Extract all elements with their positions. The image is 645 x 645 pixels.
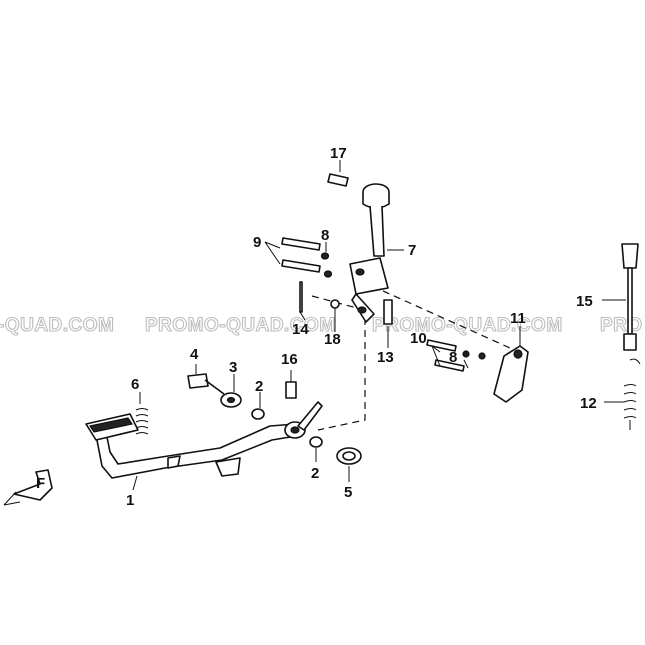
bracket-11 bbox=[493, 345, 529, 403]
callout-8-top: 8 bbox=[321, 227, 329, 244]
callout-2-left: 2 bbox=[255, 378, 263, 395]
watermark-edge: PRO bbox=[600, 315, 643, 336]
callout-5: 5 bbox=[344, 484, 352, 501]
callouts: 17 7 8 9 14 18 13 10 8 11 15 12 4 3 2 16… bbox=[126, 145, 597, 509]
front-marker-label: F bbox=[36, 475, 45, 492]
callout-10: 10 bbox=[410, 330, 427, 347]
callout-12: 12 bbox=[580, 395, 597, 412]
callout-11: 11 bbox=[510, 310, 526, 327]
callout-16: 16 bbox=[281, 351, 298, 368]
watermark-left: -QUAD.COM bbox=[0, 315, 114, 336]
callout-2-right: 2 bbox=[311, 465, 319, 482]
bolts-10 bbox=[426, 339, 465, 372]
callout-1: 1 bbox=[126, 492, 134, 509]
callout-18: 18 bbox=[324, 331, 341, 348]
callout-6: 6 bbox=[131, 376, 139, 393]
callout-15: 15 bbox=[576, 293, 593, 310]
callout-17: 17 bbox=[330, 145, 347, 162]
pedal-spring bbox=[135, 408, 149, 435]
callout-13: 13 bbox=[377, 349, 394, 366]
nuts-8 bbox=[320, 252, 486, 360]
pivot-hardware bbox=[187, 373, 362, 465]
callout-8-right: 8 bbox=[449, 349, 457, 366]
bolt-17 bbox=[327, 173, 349, 187]
front-direction-marker: F bbox=[3, 469, 53, 506]
brake-master-cylinder bbox=[349, 183, 390, 323]
watermark-center: PROMO-QUAD.COM bbox=[145, 315, 336, 336]
bracket-11-hole bbox=[513, 349, 523, 359]
callout-7: 7 bbox=[408, 242, 416, 259]
callout-4: 4 bbox=[190, 346, 199, 363]
bolts-9 bbox=[281, 237, 321, 273]
callout-9: 9 bbox=[253, 234, 261, 251]
callout-14: 14 bbox=[292, 321, 309, 338]
watermark-band: -QUAD.COM PROMO-QUAD.COM PROMO-QUAD.COM … bbox=[0, 314, 643, 336]
watermark-right: PROMO-QUAD.COM bbox=[372, 315, 563, 336]
brake-pedal-arm bbox=[85, 401, 323, 479]
callout-3: 3 bbox=[229, 359, 237, 376]
brake-switch bbox=[621, 243, 641, 430]
leader-lines bbox=[132, 160, 626, 491]
